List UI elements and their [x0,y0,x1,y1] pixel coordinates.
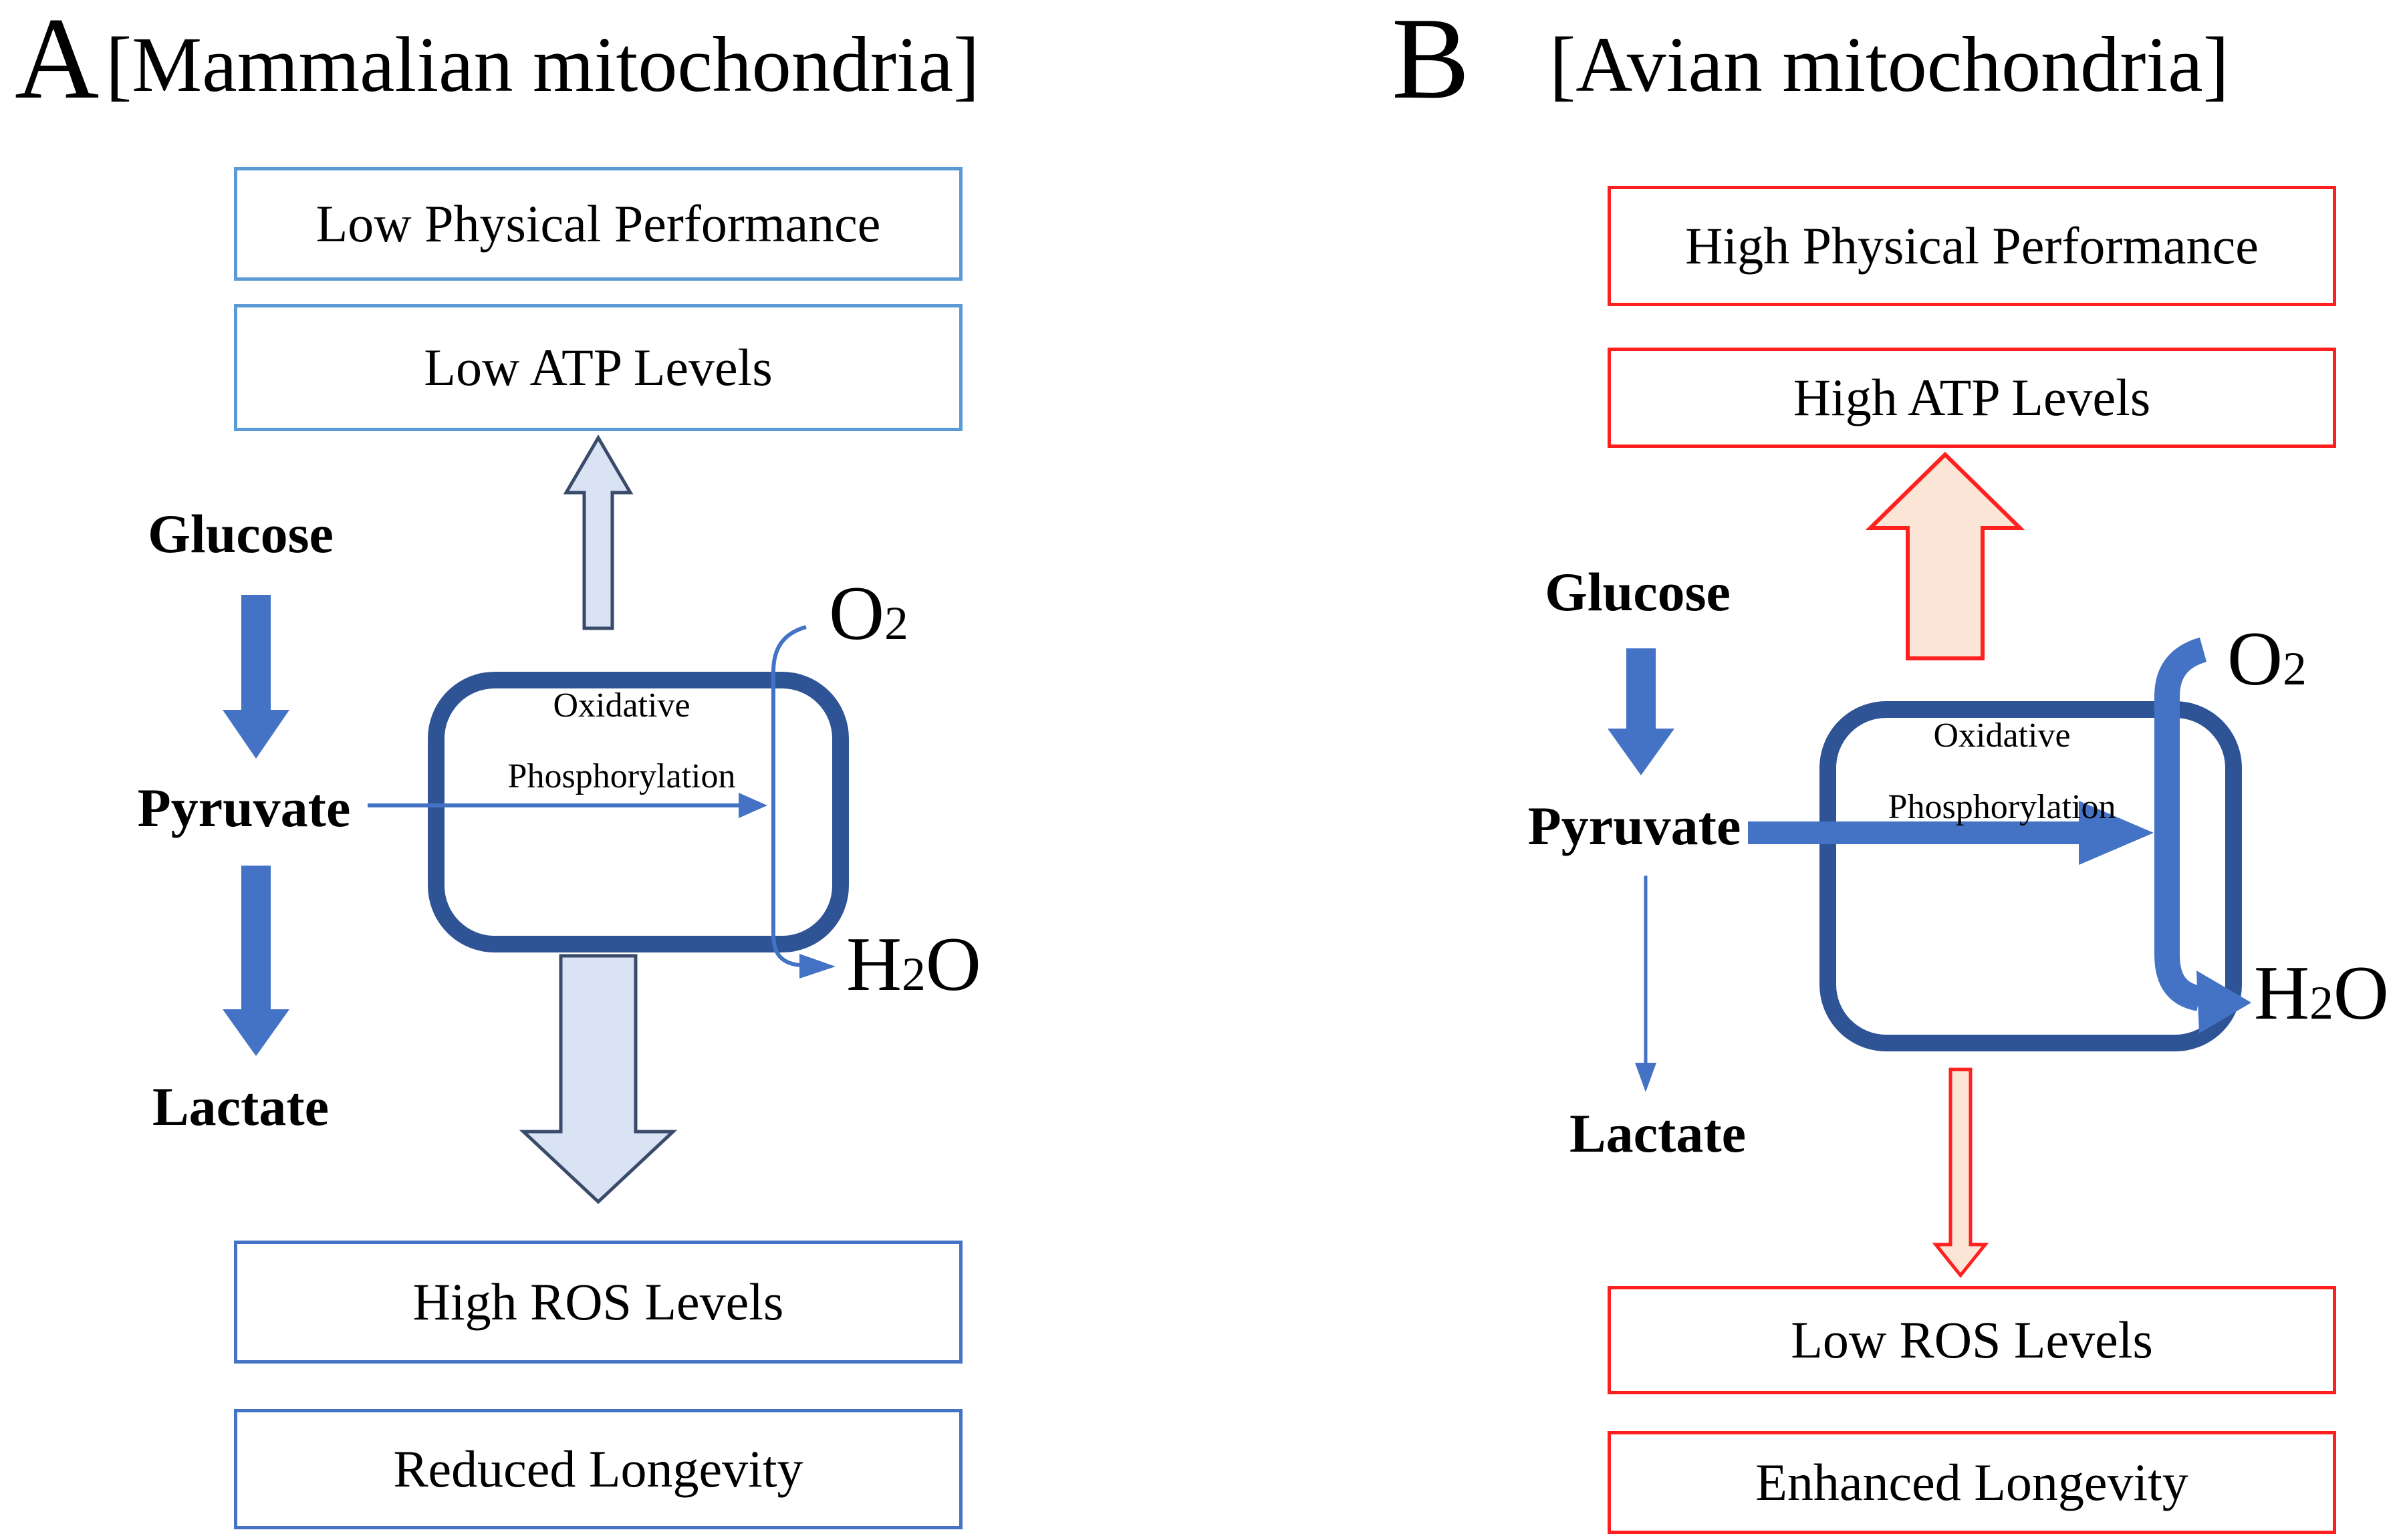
o2-to-h2o-arrowhead-b [2196,971,2251,1033]
h2o-h-b: H [2254,950,2310,1035]
o2-to-h2o-arrowhead-a [799,954,836,979]
h2o-sub-b: 2 [2309,977,2333,1029]
atp-up-arrow-a [563,434,634,630]
h2o-sub-a: 2 [902,948,926,1001]
panel-a-title: [Mammalian mitochondria] [106,21,980,108]
phosphorylation-label-b: Phosphorylation [1888,788,2116,826]
box-high-ros-levels: High ROS Levels [234,1241,963,1364]
box-high-physical-performance: High Physical Performance [1608,186,2336,306]
oxidative-label-a: Oxidative [553,686,690,725]
o2-sub-a: 2 [884,597,908,650]
box-high-physical-performance-label: High Physical Performance [1685,217,2259,275]
ros-down-arrow-a [519,954,678,1204]
box-high-atp-levels: High ATP Levels [1608,348,2336,448]
pyruvate-to-oxphos-arrow-a-head [739,793,767,818]
glucose-to-pyruvate-arrow-a [223,595,289,759]
box-low-physical-performance: Low Physical Performance [234,167,963,281]
pyruvate-to-oxphos-arrow-b-shaft [1748,821,2079,844]
box-enhanced-longevity: Enhanced Longevity [1608,1431,2336,1534]
atp-up-arrow-b [1865,451,2025,660]
box-low-atp-levels: Low ATP Levels [234,304,963,431]
mitochondria-box-a [428,672,849,952]
label-pyruvate-b: Pyruvate [1527,795,1741,856]
box-reduced-longevity: Reduced Longevity [234,1409,963,1529]
o2-base-a: O [829,571,885,656]
label-h2o-a: H2O [846,926,981,1003]
o2-base-b: O [2227,616,2283,701]
box-high-ros-levels-label: High ROS Levels [412,1273,784,1331]
h2o-o-b: O [2333,950,2389,1035]
o2-to-h2o-curve-b [2154,637,2207,1011]
phosphorylation-label-a: Phosphorylation [507,757,736,795]
label-pyruvate-a: Pyruvate [137,777,351,838]
box-low-atp-levels-label: Low ATP Levels [424,338,773,397]
panel-b-letter: B [1392,0,1470,123]
panel-a-letter: A [15,0,100,123]
label-o2-b: O2 [2227,620,2307,697]
o2-sub-b: 2 [2283,642,2307,695]
h2o-h-a: H [846,922,902,1007]
box-reduced-longevity-label: Reduced Longevity [393,1440,803,1499]
h2o-o-a: O [925,922,981,1007]
box-low-physical-performance-label: Low Physical Performance [315,195,881,253]
box-low-ros-levels-label: Low ROS Levels [1791,1311,2153,1370]
pyruvate-to-lactate-arrow-b-head [1635,1063,1656,1092]
ros-down-arrow-b [1932,1067,1989,1278]
label-lactate-a: Lactate [152,1076,330,1137]
label-o2-a: O2 [829,575,908,652]
box-high-atp-levels-label: High ATP Levels [1793,368,2151,427]
glucose-to-pyruvate-arrow-b [1608,648,1674,775]
pyruvate-to-lactate-arrow-a [223,866,289,1056]
box-low-ros-levels: Low ROS Levels [1608,1286,2336,1394]
label-lactate-b: Lactate [1569,1103,1747,1164]
label-glucose-a: Glucose [148,503,334,564]
label-glucose-b: Glucose [1545,561,1731,622]
pyruvate-to-oxphos-arrow-b-head [2079,801,2154,865]
o2-to-h2o-curve-a [771,625,807,967]
label-h2o-b: H2O [2254,954,2389,1031]
box-enhanced-longevity-label: Enhanced Longevity [1755,1453,2188,1512]
panel-b-title: [Avian mitochondria] [1549,21,2229,108]
oxidative-label-b: Oxidative [1933,717,2071,755]
